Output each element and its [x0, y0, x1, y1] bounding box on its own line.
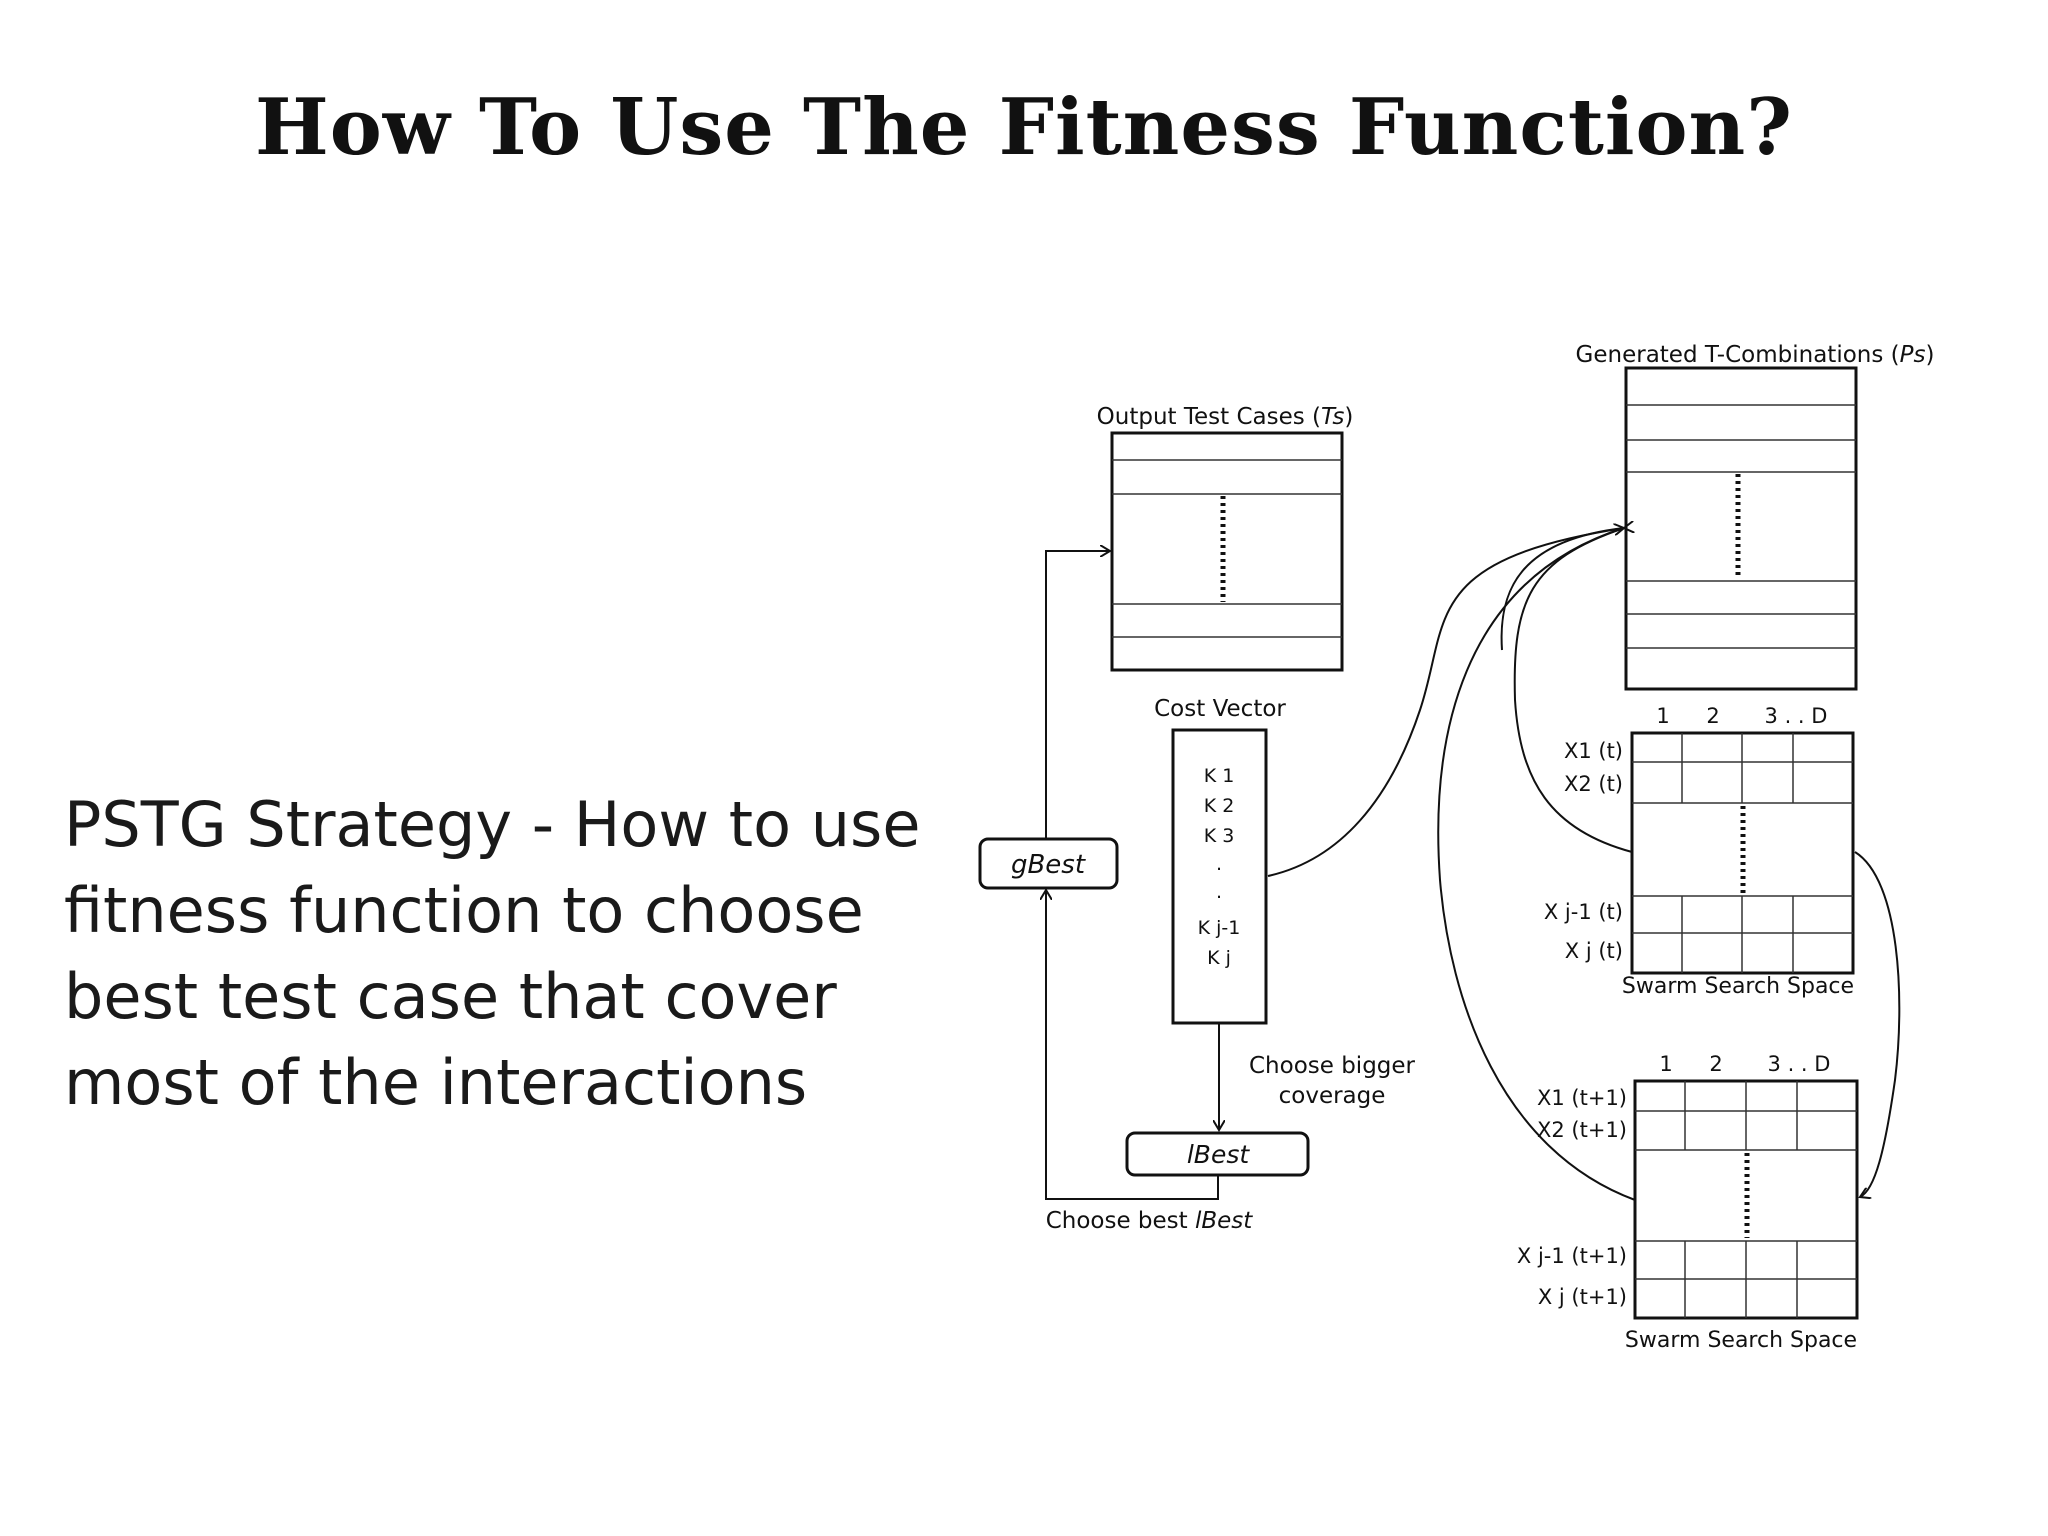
swarm-search-space-1: 1 2 3 . . D X1 (t) X2 (t) X j-1 (t) X j …	[1544, 704, 1855, 999]
cost-vector-box: K 1 K 2 K 3 . . K j-1 K j	[1171, 728, 1268, 1025]
swarm2-row-xj-1: X j-1 (t+1)	[1517, 1244, 1627, 1268]
swarm1-label: Swarm Search Space	[1622, 974, 1854, 999]
slide-body-text: PSTG Strategy - How to use fitness funct…	[64, 788, 921, 1119]
swarm2-row-x2: X2 (t+1)	[1537, 1118, 1627, 1142]
lbest-box: lBest	[1125, 1131, 1310, 1177]
cost-item-kj-1: K j-1	[1198, 917, 1241, 939]
connector-lines-left	[1046, 551, 1219, 1200]
curved-connectors	[1267, 528, 1901, 1201]
cost-item-k1: K 1	[1204, 765, 1235, 787]
slide-title: How To Use The Fitness Function?	[255, 82, 1793, 173]
output-test-cases-label: Output Test Cases (Ts)	[1097, 404, 1354, 430]
swarm1-row-x2: X2 (t)	[1564, 772, 1623, 796]
generated-t-combinations-table	[1624, 366, 1858, 691]
generated-t-combinations-label: Generated T-Combinations (Ps)	[1576, 342, 1935, 368]
cost-item-kj: K j	[1207, 947, 1231, 969]
cost-item-k3: K 3	[1204, 825, 1235, 847]
cost-item-dot-2: .	[1216, 881, 1222, 903]
swarm1-row-x1: X1 (t)	[1564, 739, 1623, 763]
choose-bigger-label-1: Choose bigger	[1249, 1053, 1416, 1079]
swarm2-col-label-2: 2	[1709, 1052, 1722, 1076]
cost-item-dot-1: .	[1216, 853, 1222, 875]
swarm1-col-label-1: 1	[1656, 704, 1669, 728]
lbest-label: lBest	[1187, 1140, 1251, 1169]
swarm2-col-label-1: 1	[1659, 1052, 1672, 1076]
choose-best-label: Choose best lBest	[1046, 1208, 1254, 1234]
output-test-cases-table	[1110, 431, 1344, 672]
swarm2-col-label-3: 3 . . D	[1768, 1052, 1831, 1076]
choose-bigger-label-2: coverage	[1279, 1083, 1386, 1109]
swarm1-col-label-3: 3 . . D	[1765, 704, 1828, 728]
swarm1-col-label-2: 2	[1706, 704, 1719, 728]
swarm2-label: Swarm Search Space	[1625, 1328, 1857, 1353]
swarm2-row-xj: X j (t+1)	[1538, 1285, 1627, 1309]
gbest-box: gBest	[978, 837, 1119, 890]
swarm2-row-x1: X1 (t+1)	[1537, 1086, 1627, 1110]
cost-item-k2: K 2	[1204, 795, 1235, 817]
swarm1-row-xj: X j (t)	[1565, 939, 1623, 963]
swarm-search-space-2: 1 2 3 . . D X1 (t+1) X2 (t+1) X j-1 (t+1…	[1517, 1052, 1859, 1353]
cost-vector-label: Cost Vector	[1154, 696, 1286, 722]
gbest-label: gBest	[1011, 850, 1086, 880]
swarm1-row-xj-1: X j-1 (t)	[1544, 900, 1623, 924]
